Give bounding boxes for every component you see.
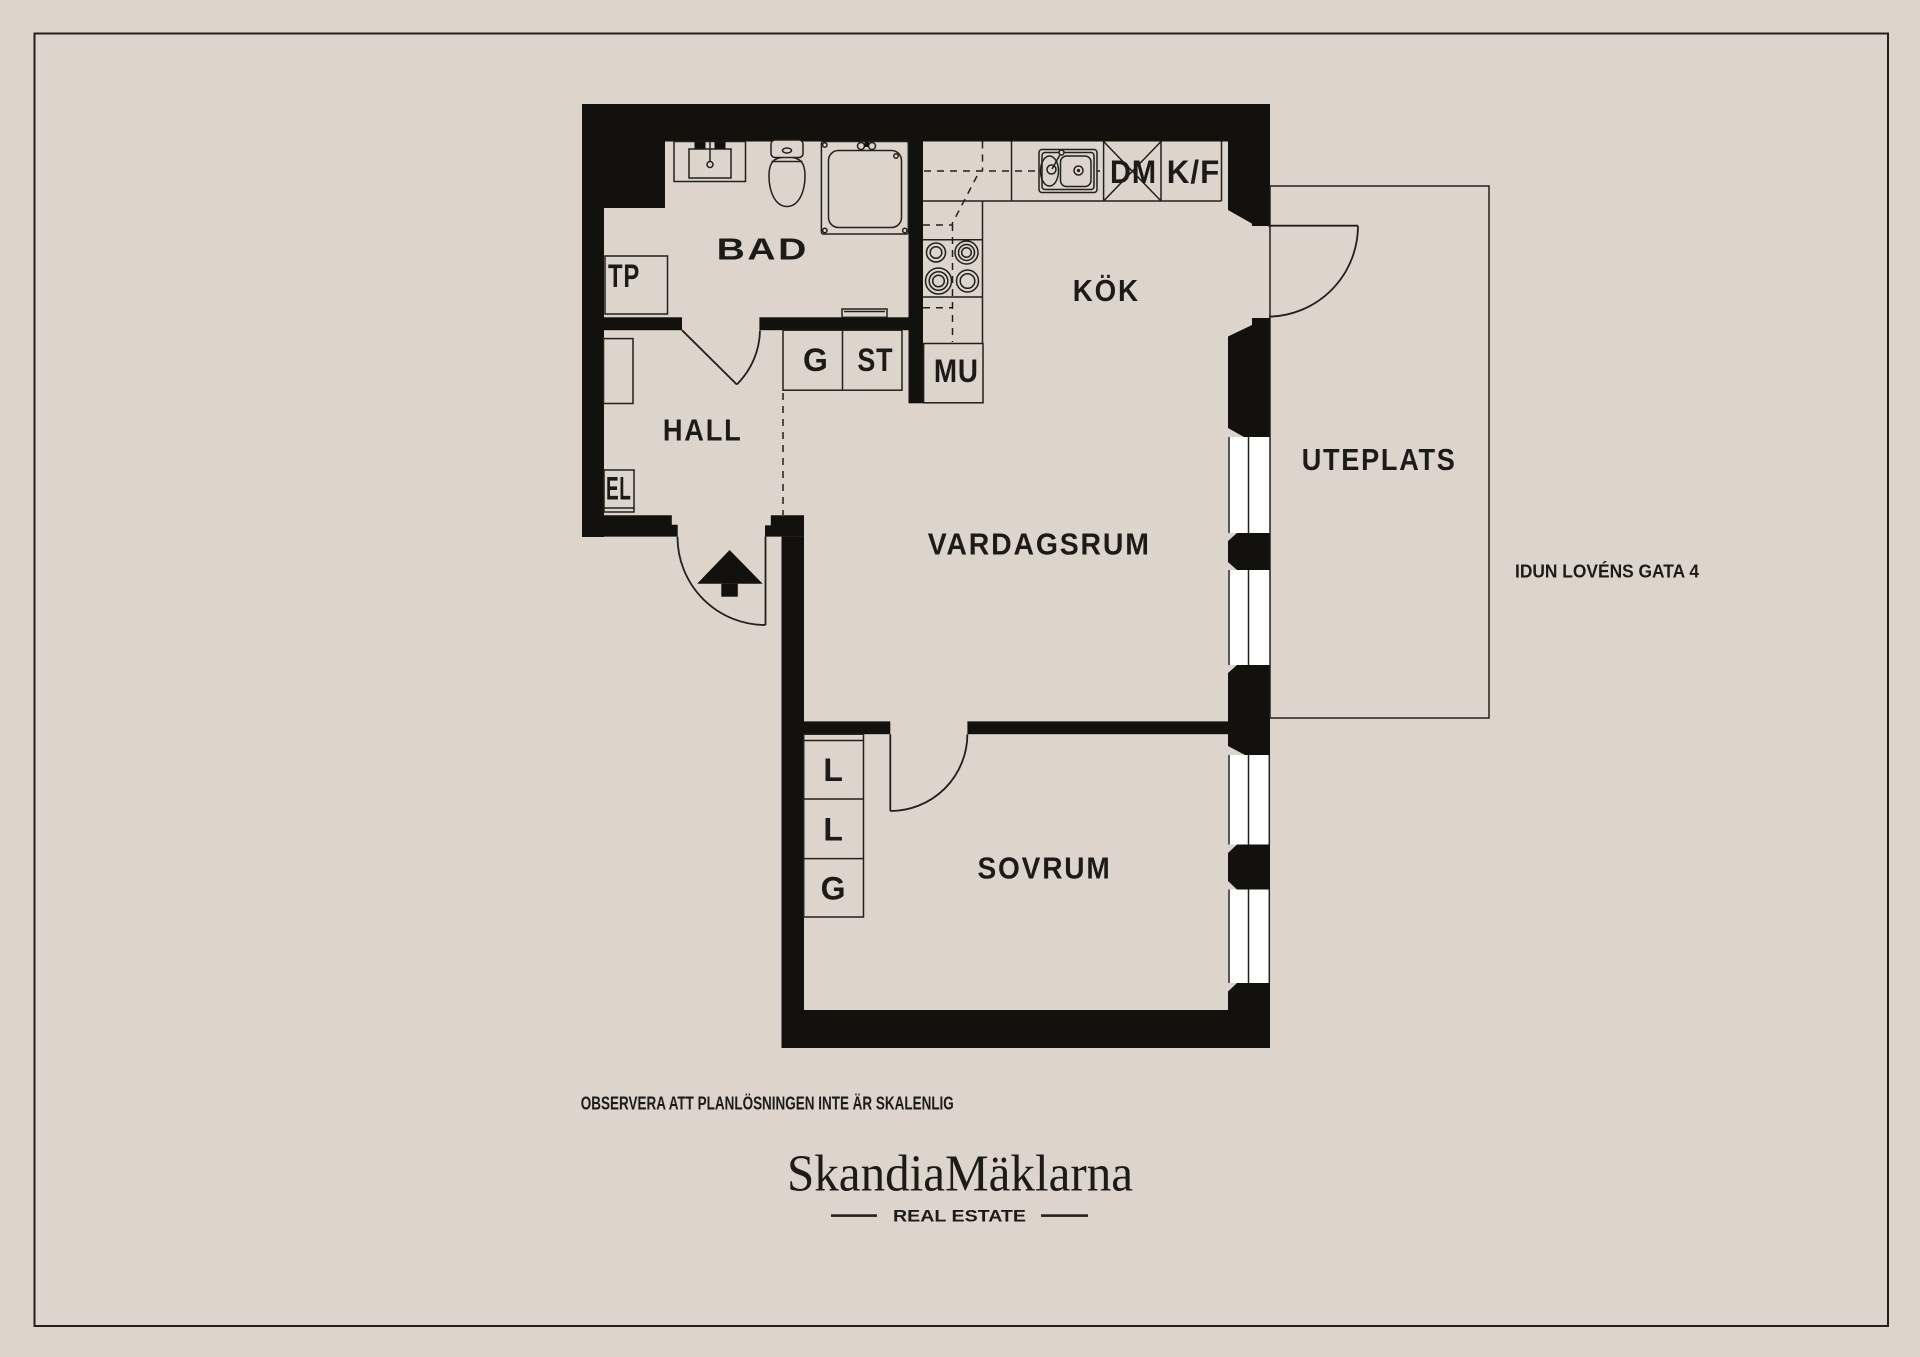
svg-text:BAD: BAD [717, 232, 809, 267]
svg-text:EL: EL [606, 471, 632, 507]
svg-text:TP: TP [608, 258, 640, 294]
svg-text:REAL ESTATE: REAL ESTATE [893, 1208, 1026, 1226]
svg-text:DM: DM [1110, 154, 1157, 190]
svg-text:IDUN LOVÉNS GATA 4: IDUN LOVÉNS GATA 4 [1515, 561, 1699, 582]
svg-text:KÖK: KÖK [1073, 273, 1140, 308]
svg-text:K/F: K/F [1167, 154, 1220, 190]
svg-text:G: G [803, 342, 829, 378]
svg-text:L: L [823, 752, 844, 788]
svg-text:ST: ST [857, 342, 893, 378]
svg-text:SOVRUM: SOVRUM [978, 850, 1112, 885]
svg-text:UTEPLATS: UTEPLATS [1302, 442, 1457, 477]
svg-text:VARDAGSRUM: VARDAGSRUM [928, 526, 1151, 561]
svg-text:L: L [823, 812, 844, 848]
svg-text:OBSERVERA ATT PLANLÖSNINGEN IN: OBSERVERA ATT PLANLÖSNINGEN INTE ÄR SKAL… [581, 1094, 954, 1114]
svg-text:G: G [821, 871, 847, 907]
svg-text:SkandiaMäklarna: SkandiaMäklarna [787, 1145, 1133, 1202]
svg-text:HALL: HALL [663, 412, 743, 447]
svg-text:MU: MU [934, 353, 979, 389]
